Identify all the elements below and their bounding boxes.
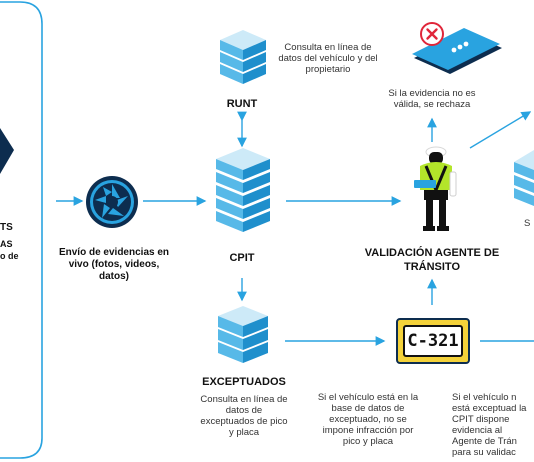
runt-label: RUNT [226, 98, 258, 110]
runt-description: Consulta en línea de datos del vehículo … [278, 42, 378, 75]
cpit-server-icon [216, 148, 270, 232]
right-server-icon [514, 150, 534, 206]
left-panel-line2: AS [0, 239, 13, 249]
plate-description-left: Si el vehículo está en la base de datos … [317, 392, 419, 447]
rechaza-description: Si la evidencia no es válida, se rechaza [388, 88, 476, 110]
license-plate: C-321 [396, 318, 470, 364]
plate-text: C-321 [407, 331, 459, 351]
left-panel-line3: o de [0, 251, 19, 261]
exceptuados-label: EXCEPTUADOS [202, 376, 286, 388]
camera-shutter-icon [86, 176, 138, 228]
plate-description-right: Si el vehículo n está exceptuad la CPIT … [452, 392, 527, 458]
exceptuados-server-icon [218, 306, 268, 363]
left-panel-line1: TS [0, 222, 13, 233]
right-edge-label: S [524, 218, 531, 229]
validacion-label: VALIDACIÓN AGENTE DE TRÁNSITO [364, 247, 500, 273]
arrow-validacion-to-right [469, 111, 532, 149]
camera-caption: Envío de evidencias en vivo (fotos, vide… [58, 247, 170, 282]
left-panel-badge-icon [0, 128, 14, 174]
left-panel-frame [0, 1, 43, 459]
traffic-agent-icon [414, 146, 457, 231]
runt-server-icon [220, 30, 266, 84]
exceptuados-description: Consulta en línea de datos de exceptuado… [200, 394, 288, 438]
rejected-card-icon [412, 22, 502, 74]
cpit-label: CPIT [229, 252, 255, 264]
